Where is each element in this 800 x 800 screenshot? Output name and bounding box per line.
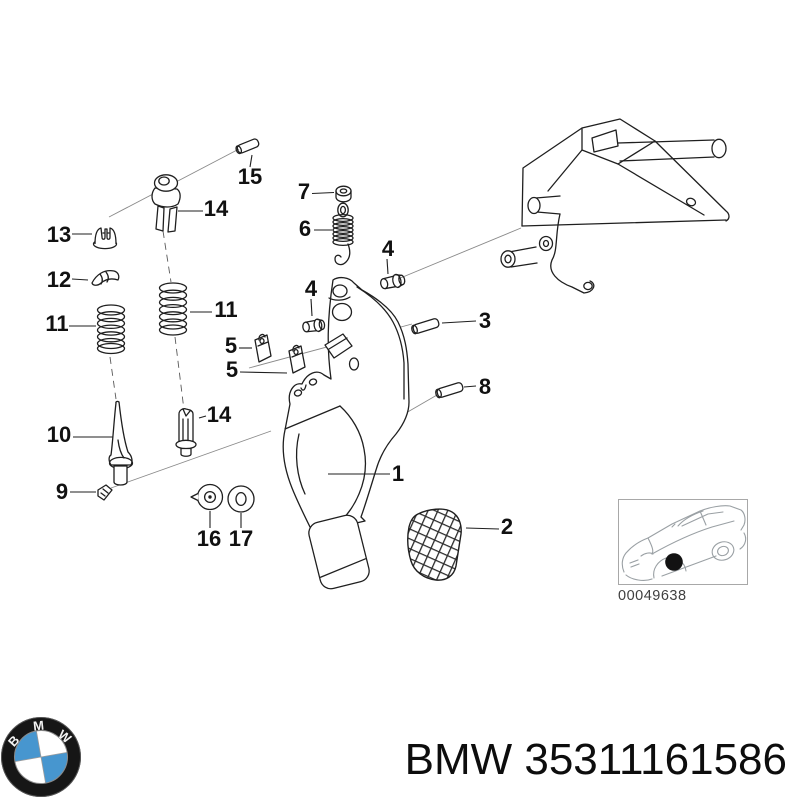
nut-part <box>335 185 352 203</box>
clip-13-part <box>92 227 118 250</box>
callout-17: 17 <box>229 526 253 551</box>
bushing-right-part <box>380 273 406 290</box>
car-outline-drawing <box>621 505 747 581</box>
footer: B M W BMW 35311161586 <box>1 717 787 797</box>
clip-5-lower-part <box>288 344 306 374</box>
callout-5-upper: 5 <box>225 333 237 358</box>
pedal-rubber-pad-part <box>406 508 462 581</box>
callout-5-lower: 5 <box>226 357 238 382</box>
clip-5-upper-part <box>254 333 272 363</box>
callout-11-left: 11 <box>45 311 68 336</box>
callout-4-left: 4 <box>305 276 318 301</box>
callout-7: 7 <box>298 179 310 204</box>
callout-15: 15 <box>238 164 262 189</box>
coil-spring-middle-part <box>158 282 188 336</box>
pin-15-part <box>235 138 260 155</box>
washer-17-part <box>227 485 255 513</box>
tension-spring-part <box>332 202 354 266</box>
callout-9: 9 <box>56 479 68 504</box>
location-dot <box>665 553 683 571</box>
fastener-16-part <box>190 483 224 511</box>
callout-labels: 15 14 13 12 11 11 10 9 14 16 17 7 6 4 4 … <box>45 164 513 551</box>
bushing-left-part <box>302 318 326 333</box>
pedal-arm-part <box>282 276 410 590</box>
callout-16: 16 <box>197 526 221 551</box>
callout-11-middle: 11 <box>214 297 237 322</box>
coil-spring-left-part <box>96 304 126 355</box>
pin-3-part <box>411 318 440 335</box>
clevis-14-upper-part <box>151 174 181 233</box>
callout-3: 3 <box>479 308 491 333</box>
bmw-logo: B M W <box>1 717 81 797</box>
pin-8-part <box>435 382 464 399</box>
callout-13: 13 <box>47 222 71 247</box>
leader-lines <box>69 154 500 530</box>
callout-14-upper: 14 <box>204 196 229 221</box>
pin-14-lower-part <box>175 408 197 457</box>
logo-letter-m: M <box>32 717 44 733</box>
callout-6: 6 <box>299 216 311 241</box>
callout-4-right: 4 <box>382 236 395 261</box>
callout-2: 2 <box>501 514 513 539</box>
support-bracket-part <box>500 118 730 294</box>
callout-8: 8 <box>479 374 491 399</box>
callout-12: 12 <box>47 267 71 292</box>
callout-10: 10 <box>47 422 71 447</box>
callout-14-lower: 14 <box>207 402 232 427</box>
car-location-thumbnail: 00049638 <box>618 499 748 604</box>
pin-10-part <box>108 400 134 486</box>
thumbnail-caption: 00049638 <box>618 588 687 604</box>
callout-1: 1 <box>392 461 404 486</box>
part-number-title: BMW 35311161586 <box>405 735 787 784</box>
clip-12-part <box>91 269 120 286</box>
clip-9-part <box>97 484 113 501</box>
